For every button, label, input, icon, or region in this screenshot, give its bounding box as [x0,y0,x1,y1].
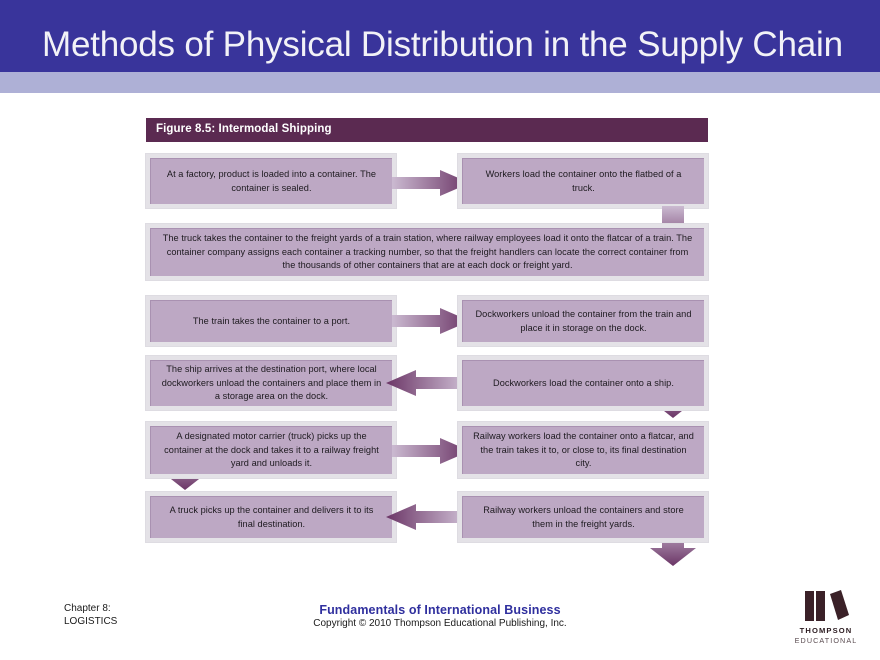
flow-step-7[interactable]: The ship arrives at the destination port… [146,356,396,410]
figure-title-bar [146,118,708,142]
footer-chapter-line2: LOGISTICS [64,615,118,627]
flow-step-9-inner: Railway workers load the container onto … [462,426,704,474]
flow-step-3[interactable]: The truck takes the container to the fre… [146,224,708,280]
flow-step-2-text: Workers load the container onto the flat… [485,168,682,193]
footer-center: Fundamentals of International Business C… [0,603,880,629]
flow-step-10[interactable]: Railway workers unload the containers an… [458,492,708,542]
publisher-logo-name: THOMPSON [799,626,853,635]
publisher-logo-subtitle: EDUCATIONAL [794,636,858,645]
flow-step-10-inner: Railway workers unload the containers an… [462,496,704,538]
flow-row-3: The train takes the container to a port. [146,282,708,346]
slide-accent-band [0,72,880,93]
slide-title-band [0,0,880,72]
flow-step-11-inner: A truck picks up the container and deliv… [150,496,392,538]
footer-chapter-line1: Chapter 8: [64,603,111,614]
flow-step-10-text: Railway workers unload the containers an… [483,504,684,529]
flow-step-11-text: A truck picks up the container and deliv… [169,504,374,529]
publisher-logo: THOMPSON EDUCATIONAL [786,589,866,645]
page-title: Methods of Physical Distribution in the … [42,25,843,64]
flow-step-1[interactable]: At a factory, product is loaded into a c… [146,154,396,208]
flow-step-8[interactable]: A designated motor carrier (truck) picks… [146,422,396,478]
flow-step-2-inner: Workers load the container onto the flat… [462,158,704,204]
flow-step-9[interactable]: Railway workers load the container onto … [458,422,708,478]
flow-step-6-inner: Dockworkers load the container onto a sh… [462,360,704,406]
arrow-right-step1-step2 [392,170,470,196]
flow-step-5-inner: Dockworkers unload the container from th… [462,300,704,342]
flow-step-1-text: At a factory, product is loaded into a c… [166,168,377,193]
arrow-right-step8-step9 [392,438,470,464]
flow-step-2[interactable]: Workers load the container onto the flat… [458,154,708,208]
arrow-right-step4-step5 [392,308,470,334]
flow-row-6: A truck picks up the container and deliv… [146,480,708,542]
flow-row-2: The truck takes the container to the fre… [146,210,708,282]
flow-step-7-text: The ship arrives at the destination port… [161,364,382,402]
flow-step-4-inner: The train takes the container to a port. [150,300,392,342]
flow-step-9-text: Railway workers load the container onto … [473,431,694,469]
arrow-down-step9-step10 [650,522,696,566]
flow-step-3-inner: The truck takes the container to the fre… [150,228,704,276]
footer-book-title: Fundamentals of International Business [319,603,561,617]
flow-step-5[interactable]: Dockworkers unload the container from th… [458,296,708,346]
figure-flowchart: At a factory, product is loaded into a c… [146,148,708,566]
flow-row-5: A designated motor carrier (truck) picks… [146,410,708,480]
flow-step-3-text: The truck takes the container to the fre… [162,233,693,271]
flow-step-6[interactable]: Dockworkers load the container onto a sh… [458,356,708,410]
figure-title: Figure 8.5: Intermodal Shipping [156,123,332,135]
footer-chapter: Chapter 8: LOGISTICS [64,603,117,628]
flow-step-8-text: A designated motor carrier (truck) picks… [164,431,379,469]
arrow-left-step6-step7 [386,370,464,396]
flow-step-6-text: Dockworkers load the container onto a sh… [493,377,674,388]
figure-container: Figure 8.5: Intermodal Shipping At a fac… [146,118,708,596]
flow-step-1-inner: At a factory, product is loaded into a c… [150,158,392,204]
arrow-left-step10-step11 [386,504,464,530]
flow-row-1: At a factory, product is loaded into a c… [146,148,708,210]
flow-step-5-text: Dockworkers unload the container from th… [475,308,692,333]
flow-step-8-inner: A designated motor carrier (truck) picks… [150,426,392,474]
footer-copyright: Copyright © 2010 Thompson Educational Pu… [313,618,567,629]
flow-step-11[interactable]: A truck picks up the container and deliv… [146,492,396,542]
flow-step-4-text: The train takes the container to a port. [192,315,351,326]
books-icon [805,590,849,621]
flow-row-4: The ship arrives at the destination port… [146,344,708,410]
flow-step-7-inner: The ship arrives at the destination port… [150,360,392,406]
flow-step-4[interactable]: The train takes the container to a port. [146,296,396,346]
